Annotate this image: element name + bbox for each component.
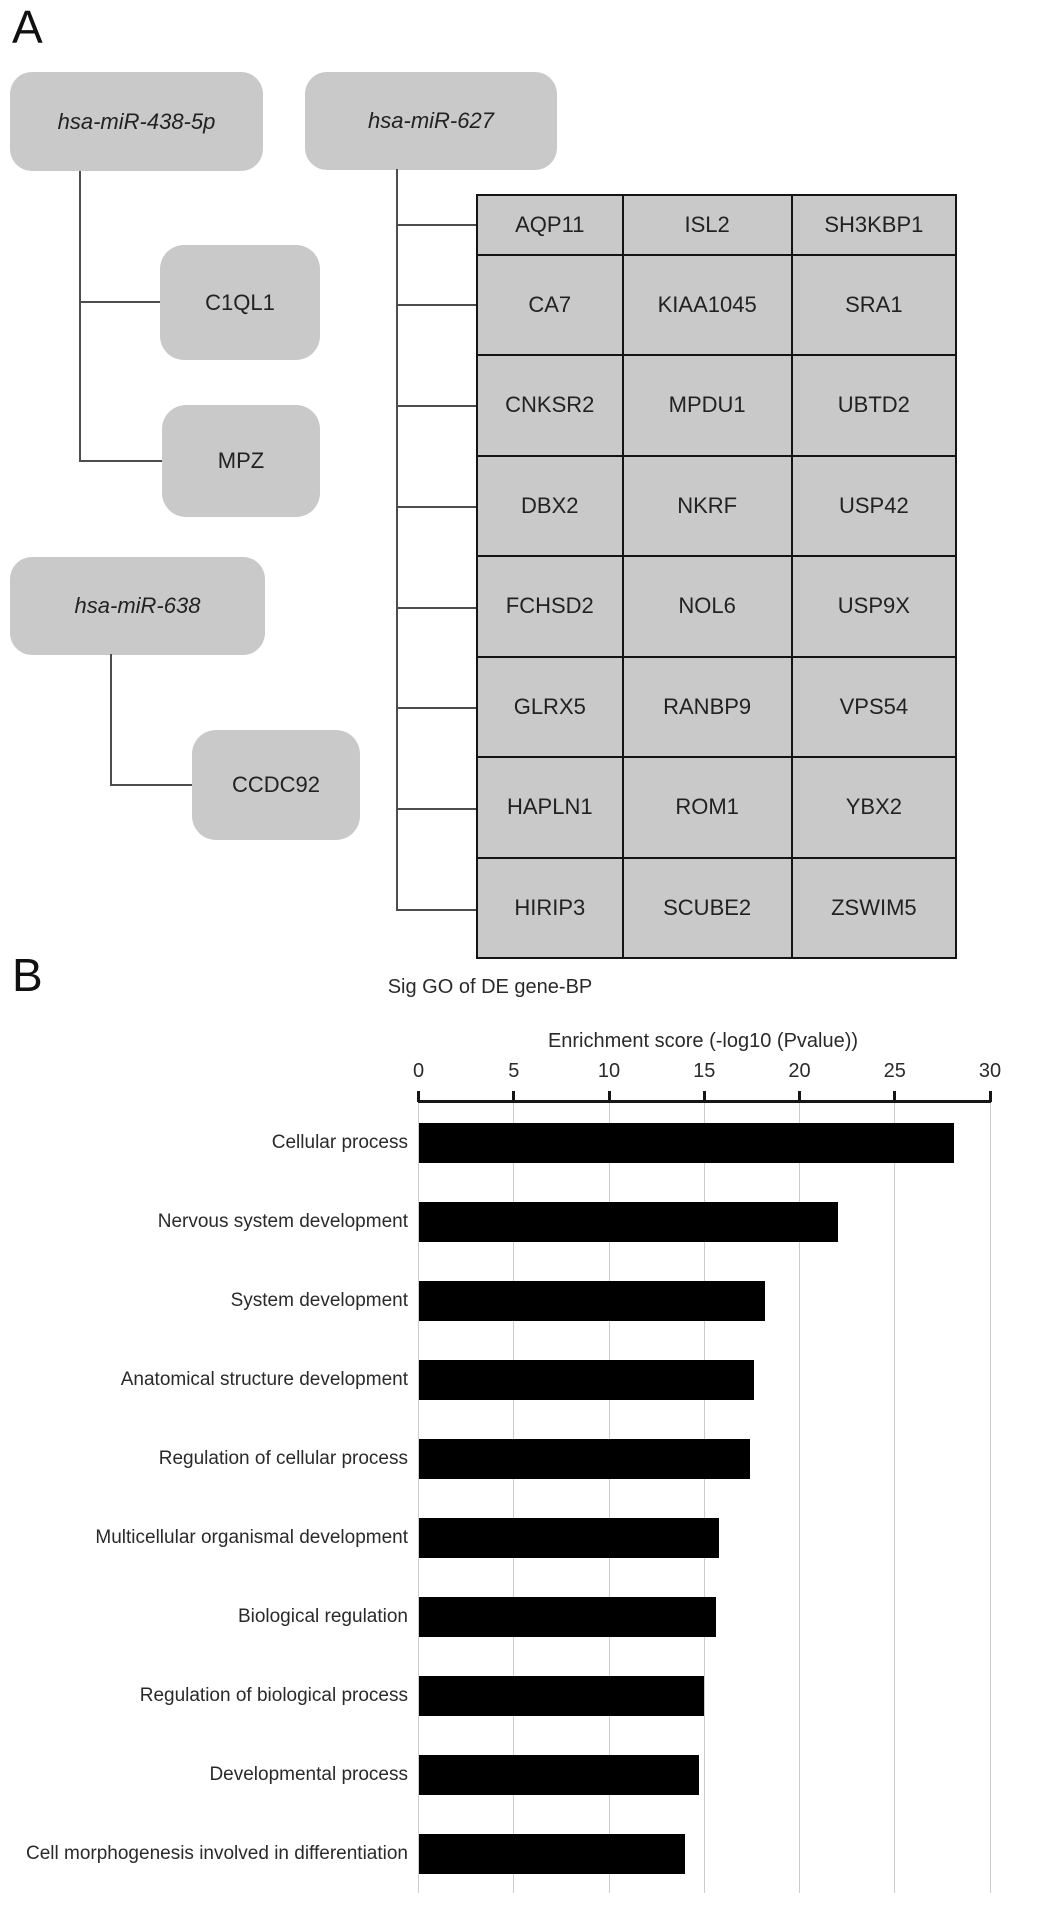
gene-table-cell: ROM1 [623,758,791,857]
connector-mir438-trunk [79,171,81,462]
x-tick-mark [893,1091,897,1102]
connector-mir627-branch [396,304,476,306]
category-label: Cell morphogenesis involved in different… [26,1843,408,1864]
connector-mir627-branch [396,506,476,508]
x-tick-label: 0 [412,1060,425,1082]
gene-table-cell: HAPLN1 [478,758,622,857]
bar-developmental-process [418,1755,699,1795]
connector-mir638-ccdc92 [110,784,192,786]
x-tick-mark [702,1091,706,1102]
bar-cell-morphogenesis-involved-in-differentiation [418,1834,686,1874]
bar-system-development [418,1281,766,1321]
x-tick-label: 25 [883,1060,906,1082]
connector-mir627-branch [396,607,476,609]
x-tick-mark [417,1091,420,1102]
gene-table-cell: FCHSD2 [478,557,622,656]
gridline [703,1103,705,1893]
gene-table-cell: ISL2 [623,196,791,254]
gene-node-mpz: MPZ [162,405,320,517]
connector-mir627-trunk [396,169,398,911]
gene-table-cell: SH3KBP1 [792,196,955,254]
category-label: Anatomical structure development [120,1369,408,1390]
gene-table-cell: NOL6 [623,557,791,656]
connector-mir627-branch [396,224,476,226]
mirna-node-hsa-miR-627: hsa-miR-627 [305,72,557,170]
gene-table-cell: YBX2 [792,758,955,857]
x-tick-mark [988,1091,992,1102]
gene-table-cell: AQP11 [478,196,622,254]
category-label: Developmental process [209,1764,408,1785]
gene-table-cell: CA7 [478,255,622,355]
connector-mir627-branch [396,909,476,911]
bar-multicellular-organismal-development [418,1518,720,1558]
x-tick-label: 30 [978,1060,1002,1082]
panel-a-label: A [12,1,43,53]
chart-title: Sig GO of DE gene-BP [387,976,593,998]
connector-mir438-mpz [79,460,162,462]
connector-mir638-trunk [110,654,112,786]
gene-table-cell: NKRF [623,456,791,556]
gene-table-cell: KIAA1045 [623,255,791,355]
connector-mir627-branch [396,405,476,407]
connector-mir438-c1ql1 [79,301,160,303]
connector-mir627-branch [396,808,476,810]
panel-b-label: B [12,949,43,1001]
gene-table-cell: CNKSR2 [478,356,622,455]
category-label: Multicellular organismal development [95,1527,408,1548]
category-label: System development [230,1290,408,1311]
gridline [799,1103,800,1893]
category-label: Regulation of cellular process [158,1448,408,1469]
x-tick-mark [512,1091,516,1102]
bar-anatomical-structure-development [418,1360,754,1400]
bar-biological-regulation [418,1597,716,1637]
gene-table-cell: USP42 [792,456,955,556]
gene-table-cell: HIRIP3 [478,858,622,957]
category-label: Biological regulation [237,1606,408,1627]
bar-regulation-of-cellular-process [418,1439,750,1479]
x-axis-title: Enrichment score (-log10 (Pvalue)) [547,1030,859,1052]
gridline [513,1103,515,1893]
gene-table-cell: UBTD2 [792,356,955,455]
category-label: Regulation of biological process [139,1685,408,1706]
mirna-node-hsa-miR-438-5p: hsa-miR-438-5p [10,72,263,171]
gene-table-cell: MPDU1 [623,356,791,455]
connector-mir627-branch [396,707,476,709]
gridline [989,1103,991,1893]
gene-table-cell: GLRX5 [478,657,622,757]
gene-table-cell: ZSWIM5 [792,858,955,957]
bar-regulation-of-biological-process [418,1676,705,1716]
gene-table-cell: USP9X [792,557,955,656]
bar-nervous-system-development [418,1202,838,1242]
gene-table-cell: VPS54 [792,657,955,757]
mirna-node-hsa-miR-638: hsa-miR-638 [10,557,265,655]
gene-table-cell: SCUBE2 [623,858,791,957]
category-label: Nervous system development [157,1211,408,1232]
x-tick-label: 5 [508,1060,520,1082]
category-label: Cellular process [271,1132,408,1153]
gridline [608,1103,610,1893]
gene-table-cell: SRA1 [792,255,955,355]
x-tick-label: 15 [693,1060,716,1082]
gene-node-ccdc92: CCDC92 [192,730,360,840]
gridline [418,1103,419,1893]
gridline [894,1103,896,1893]
bar-cellular-process [418,1123,954,1163]
x-tick-mark [607,1091,611,1102]
x-tick-label: 10 [597,1060,621,1082]
gene-table-cell: RANBP9 [623,657,791,757]
gene-table-cell: DBX2 [478,456,622,556]
gene-node-c1ql1: C1QL1 [160,245,320,360]
x-tick-mark [798,1091,801,1102]
x-tick-label: 20 [788,1060,811,1082]
